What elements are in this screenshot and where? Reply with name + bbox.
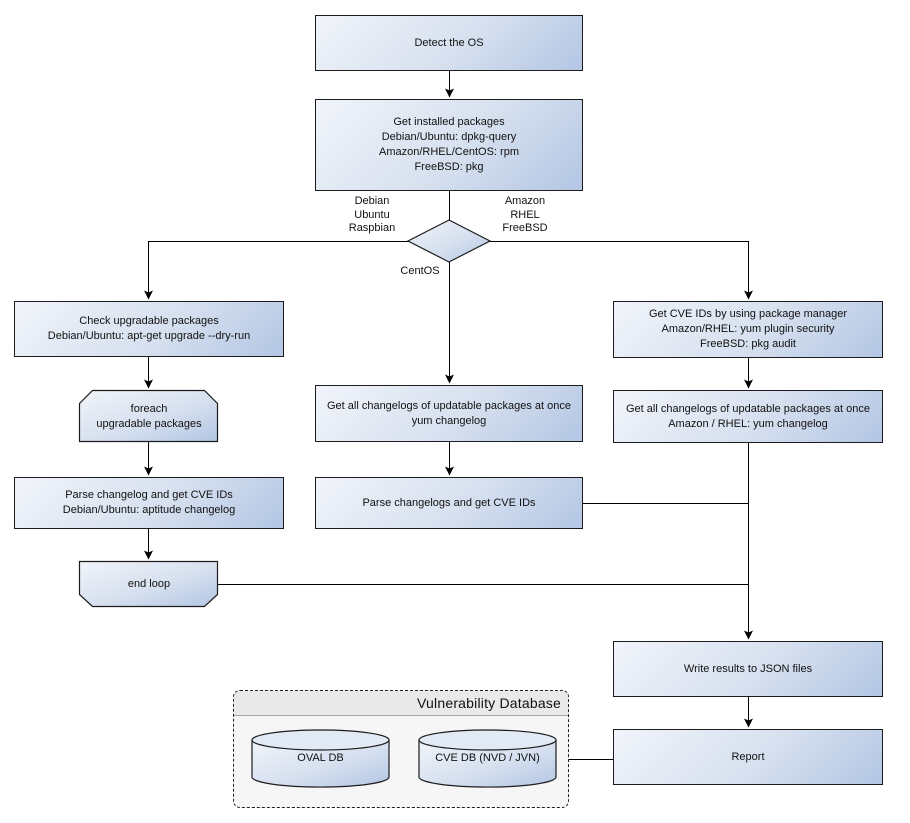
node-label: Amazon/RHEL: yum plugin security	[661, 323, 835, 335]
node-label: FreeBSD: pkg	[414, 161, 484, 173]
node-write-results-json: Write results to JSON files	[613, 641, 883, 697]
node-foreach-loop-start	[78, 389, 219, 443]
node-label: Amazon/RHEL/CentOS: rpm	[379, 146, 519, 158]
node-get-changelogs-rhel: Get all changelogs of updatable packages…	[613, 390, 883, 443]
node-get-installed-packages: Get installed packages Debian/Ubuntu: dp…	[315, 99, 583, 191]
node-label: yum changelog	[411, 414, 487, 427]
node-label: Report	[731, 750, 765, 763]
branch-label-line: Amazon	[504, 195, 546, 207]
node-parse-changelogs-centos: Parse changelogs and get CVE IDs	[315, 477, 583, 529]
node-label: Detect the OS	[414, 36, 484, 49]
node-label: FreeBSD: pkg audit	[700, 338, 796, 350]
node-label: Debian/Ubuntu: dpkg-query	[381, 131, 517, 143]
node-parse-changelog-debian: Parse changelog and get CVE IDs Debian/U…	[14, 477, 284, 529]
branch-label-line: FreeBSD	[502, 222, 548, 234]
branch-label-amazon: Amazon RHEL FreeBSD	[485, 195, 565, 236]
vulnerability-database-title: Vulnerability Database	[234, 691, 568, 716]
node-label: Amazon / RHEL: yum changelog	[668, 417, 828, 430]
node-label: Parse changelog and get CVE IDs	[65, 489, 233, 501]
node-label: Parse changelogs and get CVE IDs	[362, 496, 536, 509]
node-label: Get CVE IDs by using package manager	[648, 308, 848, 320]
branch-label-centos: CentOS	[380, 265, 460, 279]
node-label: Check upgradable packages	[79, 315, 219, 327]
node-get-cve-ids-package-manager: Get CVE IDs by using package manager Ama…	[613, 301, 883, 358]
node-detect-os: Detect the OS	[315, 15, 583, 71]
oval-db-cylinder-icon	[251, 729, 390, 788]
node-check-upgradable-packages: Check upgradable packages Debian/Ubuntu:…	[14, 301, 284, 357]
node-label: Debian/Ubuntu: apt-get upgrade --dry-run	[47, 330, 251, 342]
node-get-changelogs-centos: Get all changelogs of updatable packages…	[315, 385, 583, 442]
cve-db-cylinder-icon	[418, 729, 557, 788]
node-label: Get installed packages	[393, 116, 505, 128]
branch-label-line: RHEL	[510, 208, 540, 221]
branch-label-debian: Debian Ubuntu Raspbian	[332, 195, 412, 236]
node-end-loop	[78, 560, 219, 608]
os-decision-diamond	[406, 219, 492, 263]
node-label: Debian/Ubuntu: aptitude changelog	[62, 504, 236, 516]
branch-label-line: Debian	[354, 195, 390, 207]
node-label: Get all changelogs of updatable packages…	[326, 399, 571, 412]
node-label: Get all changelogs of updatable packages…	[625, 402, 870, 415]
branch-label-line: Ubuntu	[354, 208, 390, 221]
node-label: Write results to JSON files	[683, 662, 813, 675]
branch-label-line: CentOS	[400, 265, 440, 277]
node-report: Report	[613, 729, 883, 785]
branch-label-line: Raspbian	[348, 222, 396, 234]
